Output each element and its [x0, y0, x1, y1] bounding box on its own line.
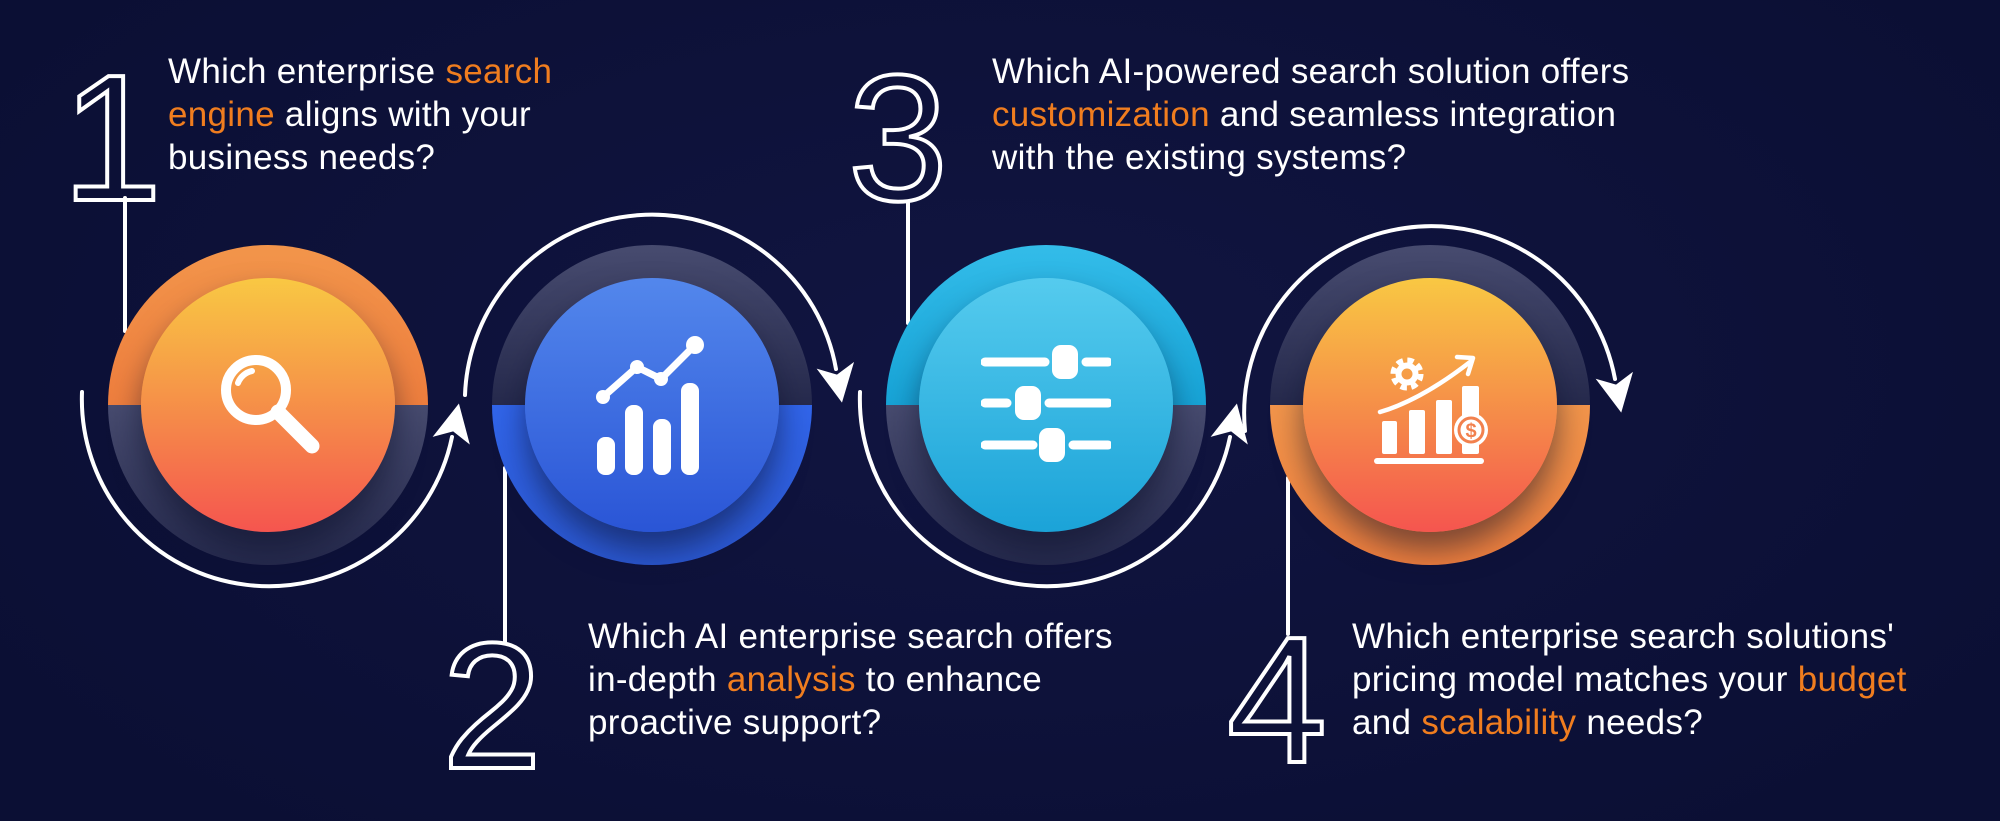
question-text-segment: proactive support? [588, 703, 882, 742]
question-keyword: customization [992, 95, 1210, 134]
question-line: business needs? [168, 136, 552, 179]
question-text-segment: aligns with your [274, 95, 531, 134]
question-text-segment: needs? [1576, 703, 1704, 742]
question-line: in-depth analysis to enhance [588, 658, 1113, 701]
circle-inner-3 [919, 278, 1173, 532]
question-keyword: scalability [1421, 703, 1577, 742]
question-line: customization and seamless integration [992, 93, 1629, 136]
question-line: and scalability needs? [1352, 701, 1907, 744]
question-keyword: analysis [726, 660, 856, 699]
question-line: Which AI enterprise search offers [588, 615, 1113, 658]
bar-chart-trend-icon [595, 336, 704, 475]
circle-inner-2 [525, 278, 779, 532]
step-number-1: 1 [62, 38, 162, 239]
question-line: pricing model matches your budget [1352, 658, 1907, 701]
step-circle-3 [886, 245, 1206, 565]
question-4: Which enterprise search solutions'pricin… [1352, 615, 1907, 744]
circle-inner-1 [141, 278, 395, 532]
question-text-segment: in-depth [588, 660, 727, 699]
question-line: Which AI-powered search solution offers [992, 50, 1629, 93]
circle-inner-4: $ [1303, 278, 1557, 532]
question-line: engine aligns with your [168, 93, 552, 136]
question-text-segment: Which AI enterprise search offers [588, 617, 1113, 656]
question-keyword: search [445, 52, 553, 91]
gear-icon [1390, 357, 1424, 391]
step-circle-4: $ [1270, 245, 1590, 565]
question-text-segment: and [1352, 703, 1422, 742]
question-line: Which enterprise search [168, 50, 552, 93]
question-line: Which enterprise search solutions' [1352, 615, 1907, 658]
step-number-4: 4 [1227, 600, 1327, 801]
question-text-segment: business needs? [168, 138, 436, 177]
question-keyword: engine [168, 95, 275, 134]
question-text-segment: Which enterprise search solutions' [1352, 617, 1895, 656]
step-number-2: 2 [442, 606, 542, 807]
step-circle-1 [108, 245, 428, 565]
question-text-segment: to enhance [855, 660, 1042, 699]
dollar-sign: $ [1465, 421, 1476, 443]
question-text-segment: with the existing systems? [992, 138, 1407, 177]
question-text-segment: Which enterprise [168, 52, 446, 91]
question-text-segment: and seamless integration [1209, 95, 1617, 134]
question-line: with the existing systems? [992, 136, 1629, 179]
search-icon [220, 354, 319, 453]
sliders-icon [981, 345, 1111, 462]
question-text-segment: pricing model matches your [1352, 660, 1798, 699]
question-line: proactive support? [588, 701, 1113, 744]
step-number-3: 3 [848, 38, 948, 239]
growth-chart-dollar-icon: $ [1374, 354, 1488, 464]
step-circle-2 [492, 245, 812, 565]
dollar-coin-icon: $ [1454, 413, 1488, 447]
question-text-segment: Which AI-powered search solution offers [992, 52, 1630, 91]
question-keyword: budget [1797, 660, 1907, 699]
